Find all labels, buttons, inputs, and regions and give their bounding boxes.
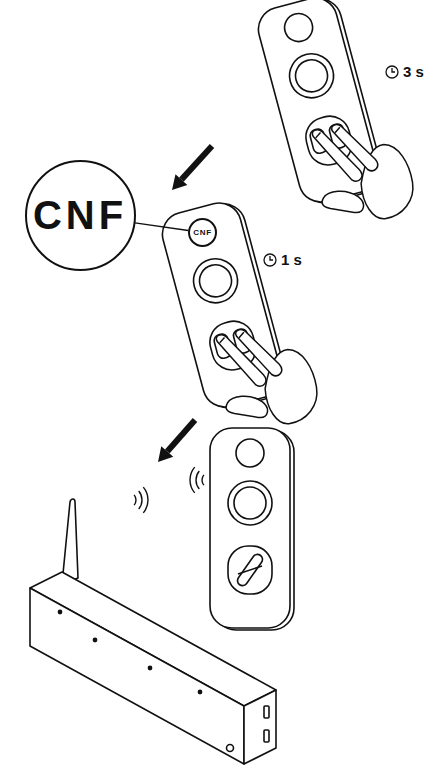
magnified-display: CNF (25, 160, 136, 271)
clock-icon (264, 254, 276, 266)
leader-line (135, 223, 188, 231)
receiver-box (30, 499, 276, 764)
hand (207, 314, 324, 438)
display-text: CNF (193, 229, 212, 237)
duration-label: 3 s (403, 64, 424, 79)
remote-display: CNF (188, 218, 217, 247)
flow-arrow (158, 420, 195, 462)
display-text: CNF (33, 195, 127, 235)
clock-icon (386, 66, 398, 78)
remote-control (157, 190, 324, 443)
radio-waves (134, 487, 148, 513)
antenna (62, 499, 78, 584)
remote-control (210, 428, 294, 630)
duration-label: 1 s (281, 252, 302, 267)
hand (303, 109, 420, 233)
flow-arrow (172, 146, 212, 190)
remote-control (253, 0, 420, 238)
radio-waves (190, 467, 204, 493)
